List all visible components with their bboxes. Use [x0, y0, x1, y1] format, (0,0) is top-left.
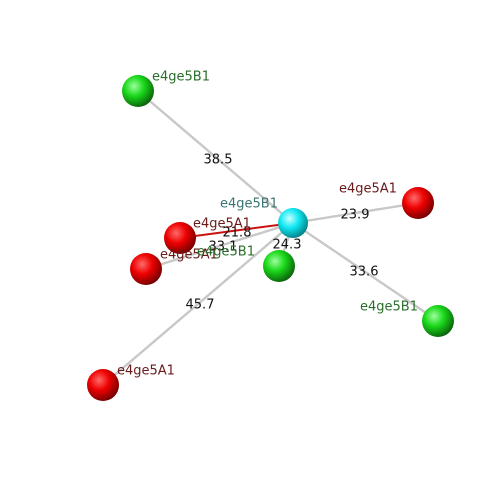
atom-label: e4ge5A1	[339, 182, 397, 197]
atom-sphere-red[interactable]	[130, 253, 162, 285]
atom-sphere-green[interactable]	[263, 250, 295, 282]
distance-label: 24.3	[273, 238, 302, 253]
atom-label: e4ge5B1	[360, 300, 418, 315]
atom-sphere-green[interactable]	[422, 305, 454, 337]
atom-label: e4ge5B1	[152, 70, 210, 85]
bond-line	[145, 221, 294, 271]
distance-label: 21.8	[223, 226, 252, 241]
bond-line	[292, 222, 439, 322]
distance-label: 33.1	[209, 240, 238, 255]
highlighted-bond	[179, 222, 294, 239]
distance-label: 38.5	[204, 153, 233, 168]
atom-sphere-green[interactable]	[122, 75, 154, 107]
atom-sphere-red[interactable]	[164, 222, 196, 254]
atom-label: e4ge5A1	[117, 364, 175, 379]
center-atom-sphere[interactable]	[278, 208, 308, 238]
distance-label: 33.6	[350, 265, 379, 280]
center-atom-label: e4ge5B1	[220, 197, 278, 212]
atom-label: e4ge5B1	[197, 245, 255, 260]
atom-sphere-red[interactable]	[87, 369, 119, 401]
distance-label: 23.9	[341, 208, 370, 223]
atom-sphere-red[interactable]	[402, 187, 434, 219]
atom-label: e4ge5A1	[193, 217, 251, 232]
atom-label: e4ge5A1	[160, 248, 218, 263]
bond-line	[102, 222, 294, 386]
bond-line	[292, 201, 419, 225]
distance-label: 45.7	[186, 298, 215, 313]
bond-line	[137, 90, 294, 224]
